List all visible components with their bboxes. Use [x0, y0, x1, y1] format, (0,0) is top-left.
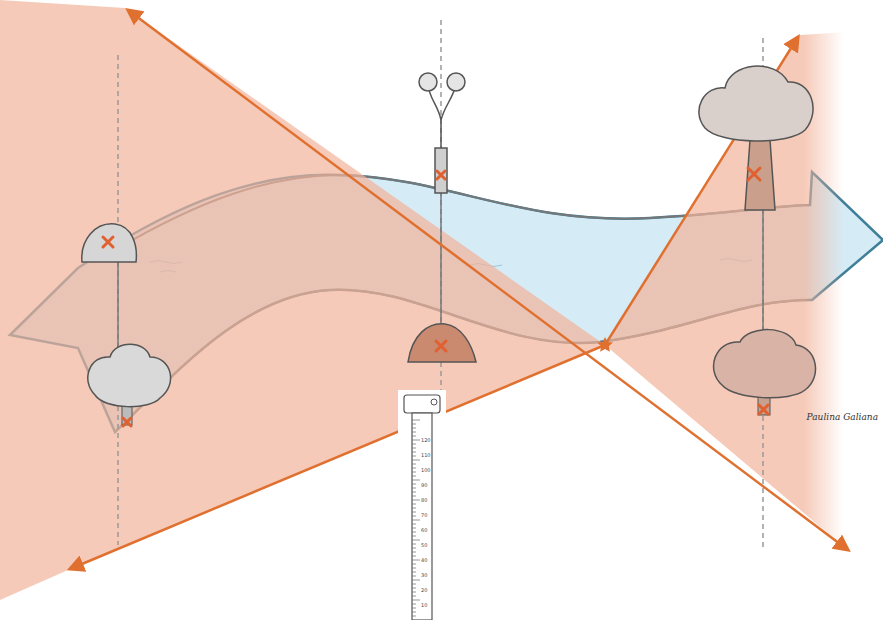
- rod-tick: [412, 576, 416, 577]
- rod-tick: [412, 532, 416, 533]
- rod-number: 70: [421, 512, 427, 518]
- rod-tick: [412, 536, 416, 537]
- rod-tick: [412, 556, 416, 557]
- rod-tick: [412, 572, 416, 573]
- rod-number: 20: [421, 587, 427, 593]
- bush: [714, 330, 816, 415]
- rod-tick: [412, 424, 416, 425]
- rod-tick: [412, 476, 416, 477]
- rod-tick: [412, 460, 420, 461]
- rod-number: 60: [421, 527, 427, 533]
- rod-tick: [412, 616, 416, 617]
- rod-tick: [412, 548, 416, 549]
- rod-tick: [412, 512, 416, 513]
- rock: [82, 224, 137, 262]
- rod-tick: [412, 432, 416, 433]
- rod-number: 10: [421, 602, 427, 608]
- rod-tick: [412, 500, 420, 501]
- rod-number: 110: [421, 452, 431, 458]
- rod-tick: [412, 436, 416, 437]
- rod-number: 80: [421, 497, 427, 503]
- rod-tick: [412, 440, 420, 441]
- rod-tick: [412, 560, 420, 561]
- rod-tick: [412, 540, 420, 541]
- rod-tick: [412, 472, 416, 473]
- sight-line: [70, 10, 848, 569]
- rod-number: 40: [421, 557, 427, 563]
- rod-tick: [412, 588, 416, 589]
- rod-tick: [412, 612, 416, 613]
- star-mark: [597, 337, 613, 352]
- rod-tick: [412, 480, 420, 481]
- rod-number: 30: [421, 572, 427, 578]
- rod-tick: [412, 456, 416, 457]
- rod-tick: [412, 592, 416, 593]
- rod-tick: [412, 468, 416, 469]
- rod-number: 50: [421, 542, 427, 548]
- rod-tick: [412, 428, 416, 429]
- rod-tick: [412, 508, 416, 509]
- rod-number: 90: [421, 482, 427, 488]
- sapling: [419, 73, 465, 193]
- rod-ticks: [412, 420, 420, 616]
- rod-tick: [412, 568, 416, 569]
- rod-tick: [412, 604, 416, 605]
- tree: [699, 66, 813, 210]
- rod-tick: [412, 584, 416, 585]
- rod-tick: [412, 524, 416, 525]
- rod-tick: [412, 564, 416, 565]
- rod-tick: [412, 520, 420, 521]
- rod-tick: [412, 444, 416, 445]
- rod-tick: [412, 516, 416, 517]
- rod-tick: [412, 484, 416, 485]
- rod-tick: [412, 452, 416, 453]
- rod-tick: [412, 420, 420, 421]
- artist-signature: Paulina Galiana: [807, 412, 878, 422]
- rod-tick: [412, 504, 416, 505]
- rod-tick: [412, 580, 420, 581]
- rod-tick: [412, 608, 416, 609]
- rod-tick: [412, 596, 416, 597]
- rod-tick: [412, 488, 416, 489]
- rod-tick: [412, 552, 416, 553]
- rod-tick: [412, 492, 416, 493]
- bush: [88, 344, 171, 425]
- rod-tick: [412, 600, 420, 601]
- rod-tick: [412, 464, 416, 465]
- rod-number: 120: [421, 437, 431, 443]
- rod-tick: [412, 528, 416, 529]
- rock: [408, 324, 476, 362]
- rod-number: 100: [421, 467, 431, 473]
- rod-tick: [412, 496, 416, 497]
- rod-tick: [412, 544, 416, 545]
- sight-wedge: [605, 30, 883, 600]
- measuring-rod: [398, 390, 446, 620]
- rod-tick: [412, 448, 416, 449]
- target-mark: [103, 168, 768, 426]
